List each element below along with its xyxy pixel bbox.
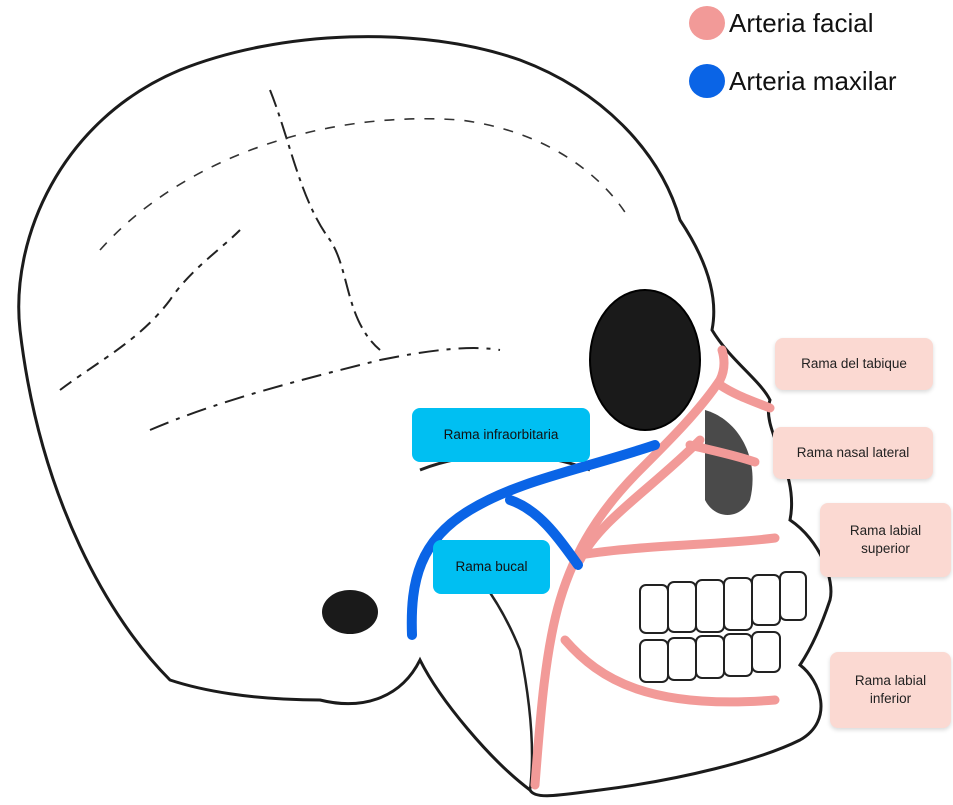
legend-facial: Arteria facial <box>689 6 874 40</box>
legend-maxilar: Arteria maxilar <box>689 64 897 98</box>
orbit <box>590 290 700 430</box>
ear-canal <box>322 590 378 634</box>
legend-maxilar-label: Arteria maxilar <box>729 66 897 97</box>
label-rama-labial-inferior: Rama labial inferior <box>830 652 951 728</box>
label-rama-nasal-lateral: Rama nasal lateral <box>773 427 933 479</box>
label-rama-del-tabique: Rama del tabique <box>775 338 933 390</box>
label-rama-bucal: Rama bucal <box>433 540 550 594</box>
legend-facial-label: Arteria facial <box>729 8 874 39</box>
legend-maxilar-swatch <box>689 64 725 98</box>
label-rama-infraorbitaria: Rama infraorbitaria <box>412 408 590 462</box>
label-rama-labial-superior: Rama labial superior <box>820 503 951 577</box>
legend-facial-swatch <box>689 6 725 40</box>
